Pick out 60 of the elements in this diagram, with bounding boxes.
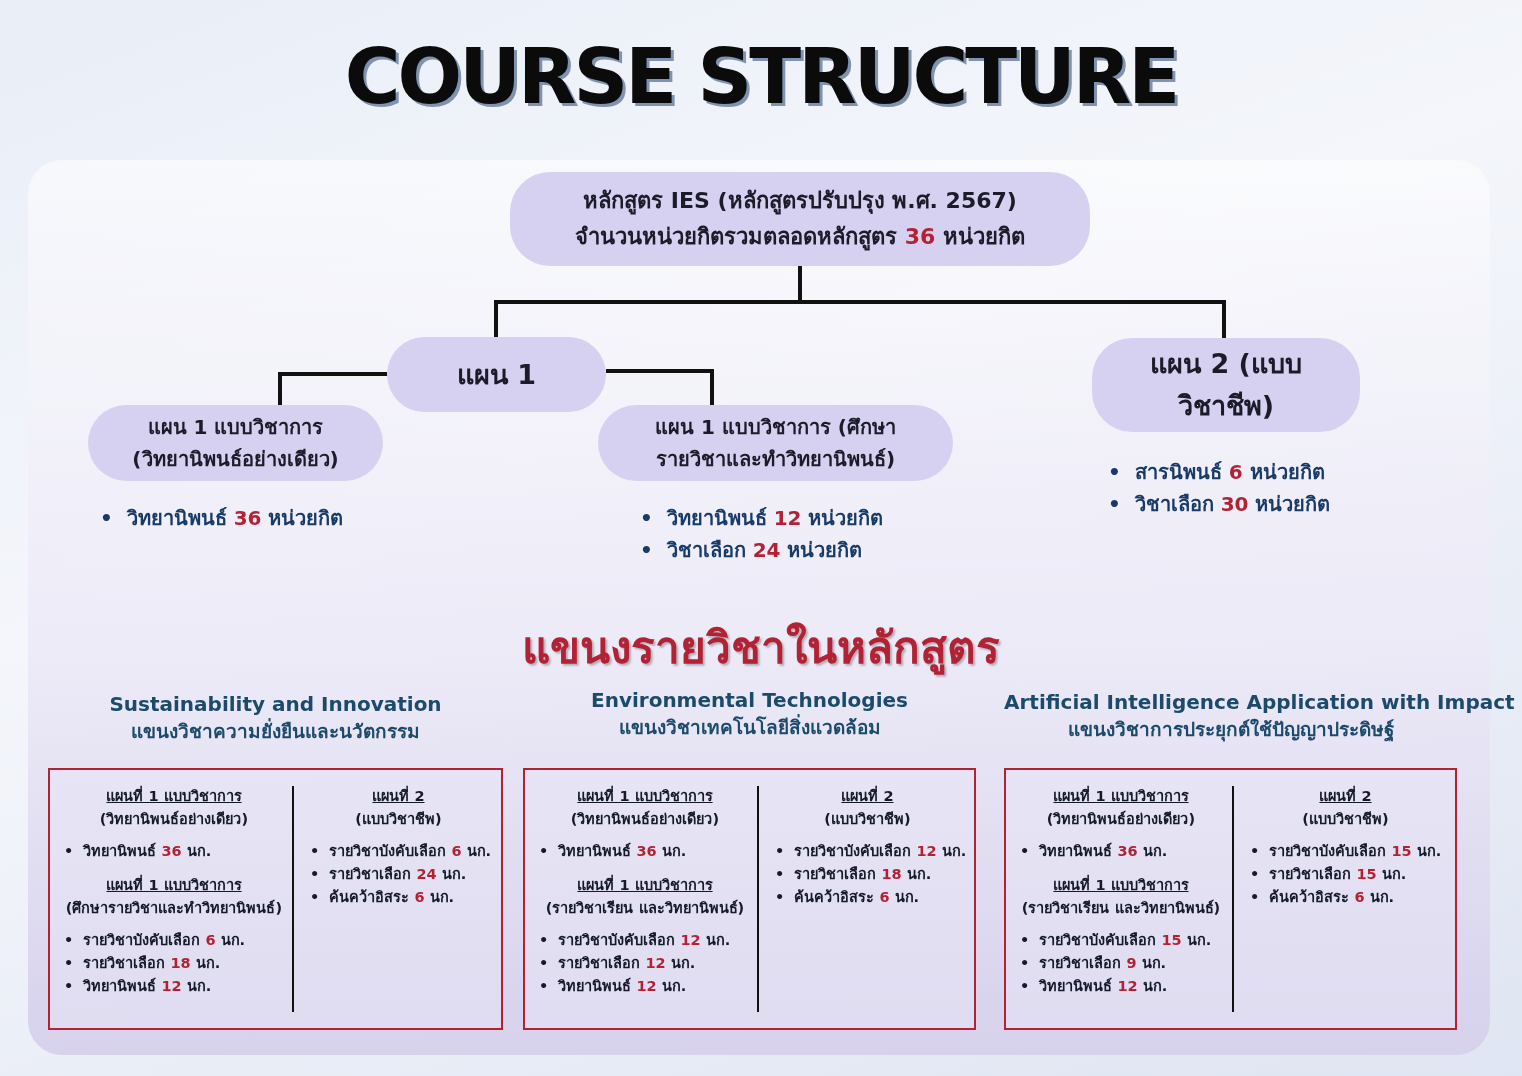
plan-heading: แผนที่ 1 แบบวิชาการ [1010, 784, 1232, 807]
plan-heading: แผนที่ 1 แบบวิชาการ [1010, 873, 1232, 896]
title: COURSE STRUCTURE [344, 32, 1178, 121]
track-heading: แขนงวิชาเทคโนโลยีสิ่งแวดล้อม [618, 713, 881, 740]
plan-heading: แผนที่ 1 แบบวิชาการ [54, 873, 294, 896]
credit-item: • ค้นคว้าอิสระ 6 นก. [775, 888, 921, 907]
connector-line [606, 369, 714, 405]
connector-line [278, 372, 387, 405]
credit-item: • รายวิชาเลือก 15 นก. [1250, 865, 1408, 884]
credit-item: • สารนิพนธ์ 6 หน่วยกิต [1108, 459, 1326, 486]
plan-pill: หลักสูตร IES (หลักสูตรปรับปรุง พ.ศ. 2567) จำนวนหน่วยกิตรวมตลอดหลักสูตร 36 หน่วยกิต [510, 172, 1090, 266]
plan-subheading: (แบบวิชาชีพ) [1301, 810, 1390, 829]
credit-item: • วิชาเลือก 24 หน่วยกิต [640, 537, 864, 564]
track-heading: Environmental Technologies [591, 688, 908, 712]
plan-subheading: (วิทยานิพนธ์อย่างเดียว) [569, 809, 721, 829]
credit-item: • รายวิชาบังคับเลือก 12 นก. [775, 842, 968, 861]
credit-item: • รายวิชาบังคับเลือก 15 นก. [1020, 931, 1213, 950]
credit-item: • รายวิชาเลือก 18 นก. [775, 865, 933, 884]
track-heading: แขนงวิชาการประยุกต์ใช้ปัญญาประดิษฐ์ [1067, 717, 1394, 744]
track-heading: แขนงวิชาความยั่งยืนและนวัตกรรม [131, 717, 420, 744]
plan-subheading: (วิทยานิพนธ์อย่างเดียว) [1045, 809, 1197, 829]
credit-item: • วิชาเลือก 30 หน่วยกิต [1108, 491, 1331, 518]
plan-subheading: (วิทยานิพนธ์อย่างเดียว) [98, 809, 250, 829]
credit-item: • วิทยานิพนธ์ 36 นก. [64, 841, 213, 861]
credit-item: • รายวิชาเลือก 18 นก. [64, 954, 222, 973]
credit-item: • รายวิชาบังคับเลือก 6 นก. [64, 931, 247, 950]
credit-item: • วิทยานิพนธ์ 12 หน่วยกิต [640, 505, 884, 532]
plan-subheading: (แบบวิชาชีพ) [354, 810, 443, 829]
plan-subheading: (รายวิชาเรียน และวิทยานิพนธ์) [544, 898, 746, 918]
section-heading: แขนงรายวิชาในหลักสูตร [522, 622, 1000, 673]
credit-item: • ค้นคว้าอิสระ 6 นก. [310, 888, 456, 907]
connector-line [798, 266, 1226, 338]
plan-pill: แผน 1 [387, 337, 606, 412]
plan-heading: แผนที่ 1 แบบวิชาการ [54, 784, 294, 807]
plan-pill: แผน 2 (แบบวิชาชีพ) [1092, 338, 1360, 432]
plan-subheading: (รายวิชาเรียน และวิทยานิพนธ์) [1020, 898, 1222, 918]
plan-subheading: (ศึกษารายวิชาและทำวิทยานิพนธ์) [64, 898, 284, 918]
credit-item: • รายวิชาเลือก 12 นก. [539, 954, 697, 973]
credit-item: • วิทยานิพนธ์ 36 นก. [1020, 841, 1169, 861]
track-heading: Sustainability and Innovation [109, 692, 442, 716]
track-heading: Artificial Intelligence Application with Impact [1004, 690, 1515, 714]
credit-item: • วิทยานิพนธ์ 36 นก. [539, 841, 688, 861]
credit-item: • รายวิชาบังคับเลือก 6 นก. [310, 842, 493, 861]
credit-item: • รายวิชาบังคับเลือก 15 นก. [1250, 842, 1443, 861]
credit-item: • วิทยานิพนธ์ 12 นก. [539, 976, 688, 996]
plan-pill: แผน 1 แบบวิชาการ (ศึกษารายวิชาและทำวิทยานิพนธ์) [598, 405, 953, 481]
plan-heading: แผนที่ 2 [765, 784, 970, 807]
credit-item: • รายวิชาเลือก 24 นก. [310, 865, 468, 884]
credit-item: • รายวิชาเลือก 9 นก. [1020, 954, 1168, 973]
plan-heading: แผนที่ 2 [1240, 784, 1451, 807]
plan-heading: แผนที่ 1 แบบวิชาการ [529, 873, 761, 896]
credit-item: • รายวิชาบังคับเลือก 12 นก. [539, 931, 732, 950]
plan-heading: แผนที่ 1 แบบวิชาการ [529, 784, 761, 807]
plan-pill: แผน 1 แบบวิชาการ (วิทยานิพนธ์อย่างเดียว) [88, 405, 383, 481]
credit-item: • วิทยานิพนธ์ 12 นก. [1020, 976, 1169, 996]
credit-item: • ค้นคว้าอิสระ 6 นก. [1250, 888, 1396, 907]
plan-heading: แผนที่ 2 [300, 784, 497, 807]
credit-item: • วิทยานิพนธ์ 12 นก. [64, 976, 213, 996]
credit-item: • วิทยานิพนธ์ 36 หน่วยกิต [100, 505, 344, 532]
plan-subheading: (แบบวิชาชีพ) [823, 810, 912, 829]
